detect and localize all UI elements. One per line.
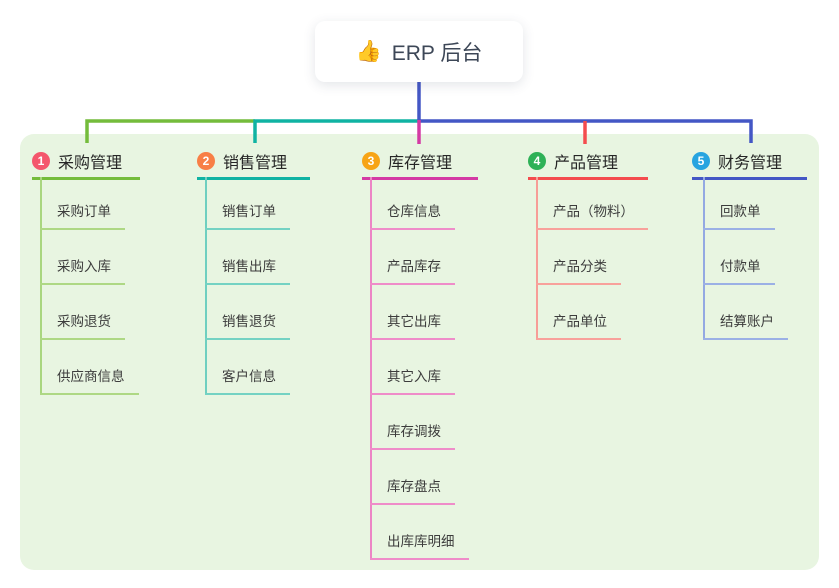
node-warehouse-info[interactable]: 仓库信息 — [370, 204, 455, 230]
thumbs-up-icon: 👍 — [355, 39, 382, 63]
node-other-outbound[interactable]: 其它出库 — [370, 314, 455, 340]
branch5-badge: 5 — [692, 152, 710, 170]
branch3-trunk-line — [370, 177, 372, 560]
node-product-material[interactable]: 产品（物料） — [536, 204, 648, 230]
node-product-category[interactable]: 产品分类 — [536, 259, 621, 285]
branch-header-inventory[interactable]: 3 库存管理 — [362, 148, 478, 180]
branch5-trunk-line — [703, 177, 705, 340]
node-purchase-inbound[interactable]: 采购入库 — [40, 259, 125, 285]
branch2-badge: 2 — [197, 152, 215, 170]
branch-header-sales[interactable]: 2 销售管理 — [197, 148, 310, 180]
node-payment-bill[interactable]: 付款单 — [703, 259, 775, 285]
node-outbound-detail[interactable]: 出库库明细 — [370, 534, 469, 560]
branch-header-procurement[interactable]: 1 采购管理 — [32, 148, 140, 180]
branch3-badge: 3 — [362, 152, 380, 170]
node-stock-transfer[interactable]: 库存调拨 — [370, 424, 455, 450]
node-sales-outbound[interactable]: 销售出库 — [205, 259, 290, 285]
node-settlement-account[interactable]: 结算账户 — [703, 314, 788, 340]
node-product-unit[interactable]: 产品单位 — [536, 314, 621, 340]
node-customer-info[interactable]: 客户信息 — [205, 369, 290, 395]
node-purchase-return[interactable]: 采购退货 — [40, 314, 125, 340]
node-stock-taking[interactable]: 库存盘点 — [370, 479, 455, 505]
branch2-label: 销售管理 — [223, 155, 288, 172]
node-product-stock[interactable]: 产品库存 — [370, 259, 455, 285]
node-other-inbound[interactable]: 其它入库 — [370, 369, 455, 395]
node-sales-order[interactable]: 销售订单 — [205, 204, 290, 230]
branch-header-finance[interactable]: 5 财务管理 — [692, 148, 807, 180]
branch1-badge: 1 — [32, 152, 50, 170]
node-supplier-info[interactable]: 供应商信息 — [40, 369, 139, 395]
branch3-label: 库存管理 — [388, 155, 453, 172]
branch1-trunk-line — [40, 177, 42, 395]
branches-panel — [20, 134, 819, 570]
node-receipt-bill[interactable]: 回款单 — [703, 204, 775, 230]
branch2-trunk-line — [205, 177, 207, 395]
root-label: ERP 后台 — [391, 41, 483, 65]
node-purchase-order[interactable]: 采购订单 — [40, 204, 125, 230]
branch1-label: 采购管理 — [58, 155, 123, 172]
branch4-badge: 4 — [528, 152, 546, 170]
branch4-trunk-line — [536, 177, 538, 340]
root-node[interactable]: 👍 ERP 后台 — [315, 21, 523, 82]
branch-header-product[interactable]: 4 产品管理 — [528, 148, 648, 180]
node-sales-return[interactable]: 销售退货 — [205, 314, 290, 340]
branch4-label: 产品管理 — [554, 155, 619, 172]
branch5-label: 财务管理 — [718, 155, 783, 172]
